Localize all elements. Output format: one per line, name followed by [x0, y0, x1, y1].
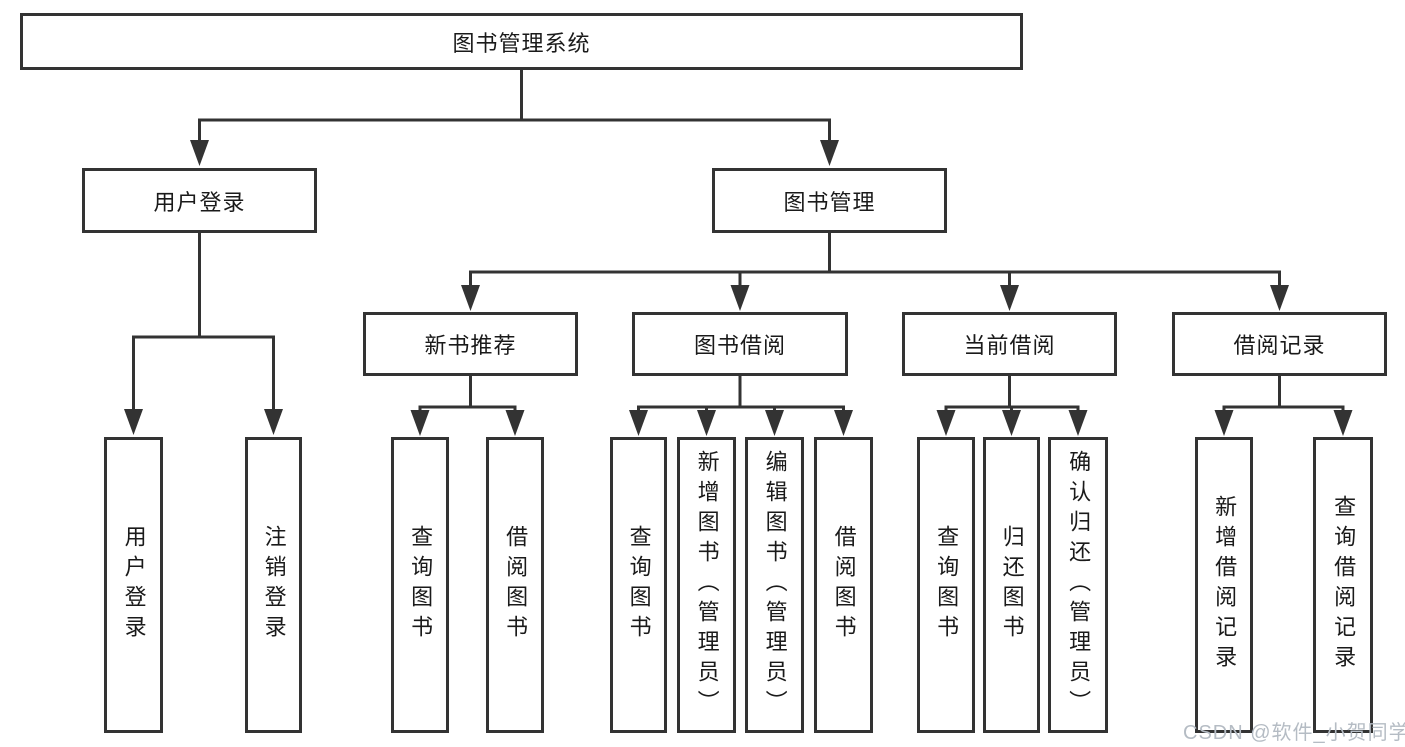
node-label: 图书借阅 [693, 333, 786, 358]
node-user-login-leaf: 用户登录 [104, 437, 163, 733]
node-label: 查询借阅记录 [1331, 495, 1357, 675]
node-label: 归还图书 [999, 525, 1025, 645]
node-query-books-recommend: 查询图书 [391, 437, 449, 733]
node-confirm-return-admin: 确认归还（管理员） [1048, 437, 1108, 733]
node-query-books-borrowing: 查询图书 [610, 437, 667, 733]
node-label: 注销登录 [261, 525, 287, 645]
node-current-borrowing: 当前借阅 [902, 312, 1117, 376]
node-label: 确认归还（管理员） [1066, 450, 1092, 720]
node-library-management-system: 图书管理系统 [20, 13, 1023, 70]
node-borrow-books-leaf: 借阅图书 [814, 437, 873, 733]
node-return-books: 归还图书 [983, 437, 1040, 733]
node-book-borrowing: 图书借阅 [632, 312, 848, 376]
node-label: 新增借阅记录 [1212, 495, 1238, 675]
watermark: CSDN @软件_小贺同学 [1183, 722, 1405, 744]
node-label: 借阅记录 [1233, 333, 1326, 358]
node-query-books-current: 查询图书 [917, 437, 975, 733]
node-edit-books-admin: 编辑图书（管理员） [745, 437, 804, 733]
node-label: 编辑图书（管理员） [762, 450, 788, 720]
node-label: 图书管理 [783, 189, 876, 215]
node-add-books-admin: 新增图书（管理员） [677, 437, 736, 733]
arrowheads [124, 140, 1353, 436]
node-label: 图书管理系统 [452, 30, 591, 56]
node-add-borrow-record: 新增借阅记录 [1195, 437, 1253, 733]
node-logout-leaf: 注销登录 [245, 437, 302, 733]
node-label: 当前借阅 [963, 333, 1056, 358]
node-user-login: 用户登录 [82, 168, 317, 233]
node-label: 新书推荐 [424, 333, 517, 358]
node-label: 用户登录 [153, 189, 246, 215]
node-label: 查询图书 [408, 525, 434, 645]
node-new-book-recommendation: 新书推荐 [363, 312, 578, 376]
node-book-management: 图书管理 [712, 168, 947, 233]
node-query-borrow-record: 查询借阅记录 [1313, 437, 1373, 733]
node-borrowing-records: 借阅记录 [1172, 312, 1387, 376]
node-label: 查询图书 [626, 525, 652, 645]
node-borrow-books-recommend: 借阅图书 [486, 437, 544, 733]
node-label: 用户登录 [121, 525, 147, 645]
node-label: 查询图书 [934, 525, 960, 645]
node-label: 借阅图书 [503, 525, 529, 645]
node-label: 借阅图书 [831, 525, 857, 645]
node-label: 新增图书（管理员） [694, 450, 720, 720]
